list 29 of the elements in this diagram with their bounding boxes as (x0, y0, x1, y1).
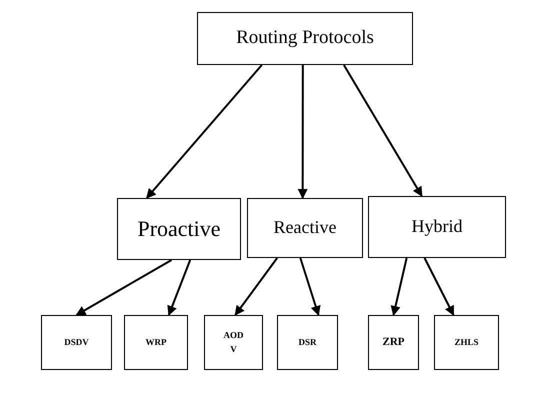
category-box (41, 315, 112, 370)
category-box (277, 315, 338, 370)
arrow (299, 258, 321, 316)
node-label: DSR (298, 337, 316, 348)
node-label: ZHLS (454, 337, 478, 348)
arrow (298, 65, 308, 199)
category-box (368, 196, 506, 258)
category-box (434, 315, 499, 370)
node-label: Proactive (137, 216, 221, 242)
node-label: Hybrid (412, 216, 462, 238)
category-box (117, 198, 241, 260)
category-box (124, 315, 188, 370)
node-label: Routing Protocols (236, 27, 374, 50)
node-label: Reactive (274, 217, 336, 239)
node-label: AODV (223, 329, 244, 356)
arrow (146, 64, 263, 199)
category-box (247, 198, 363, 258)
arrow (424, 258, 454, 316)
root-box (197, 12, 413, 65)
arrow (167, 260, 192, 316)
category-box (204, 315, 263, 370)
node-label: WRP (146, 337, 166, 348)
arrow (234, 257, 278, 316)
arrow (76, 259, 172, 316)
node-label: ZRP (382, 336, 404, 350)
arrow (343, 64, 423, 197)
category-box (368, 315, 419, 370)
node-label: DSDV (64, 337, 89, 348)
arrow (390, 258, 408, 316)
